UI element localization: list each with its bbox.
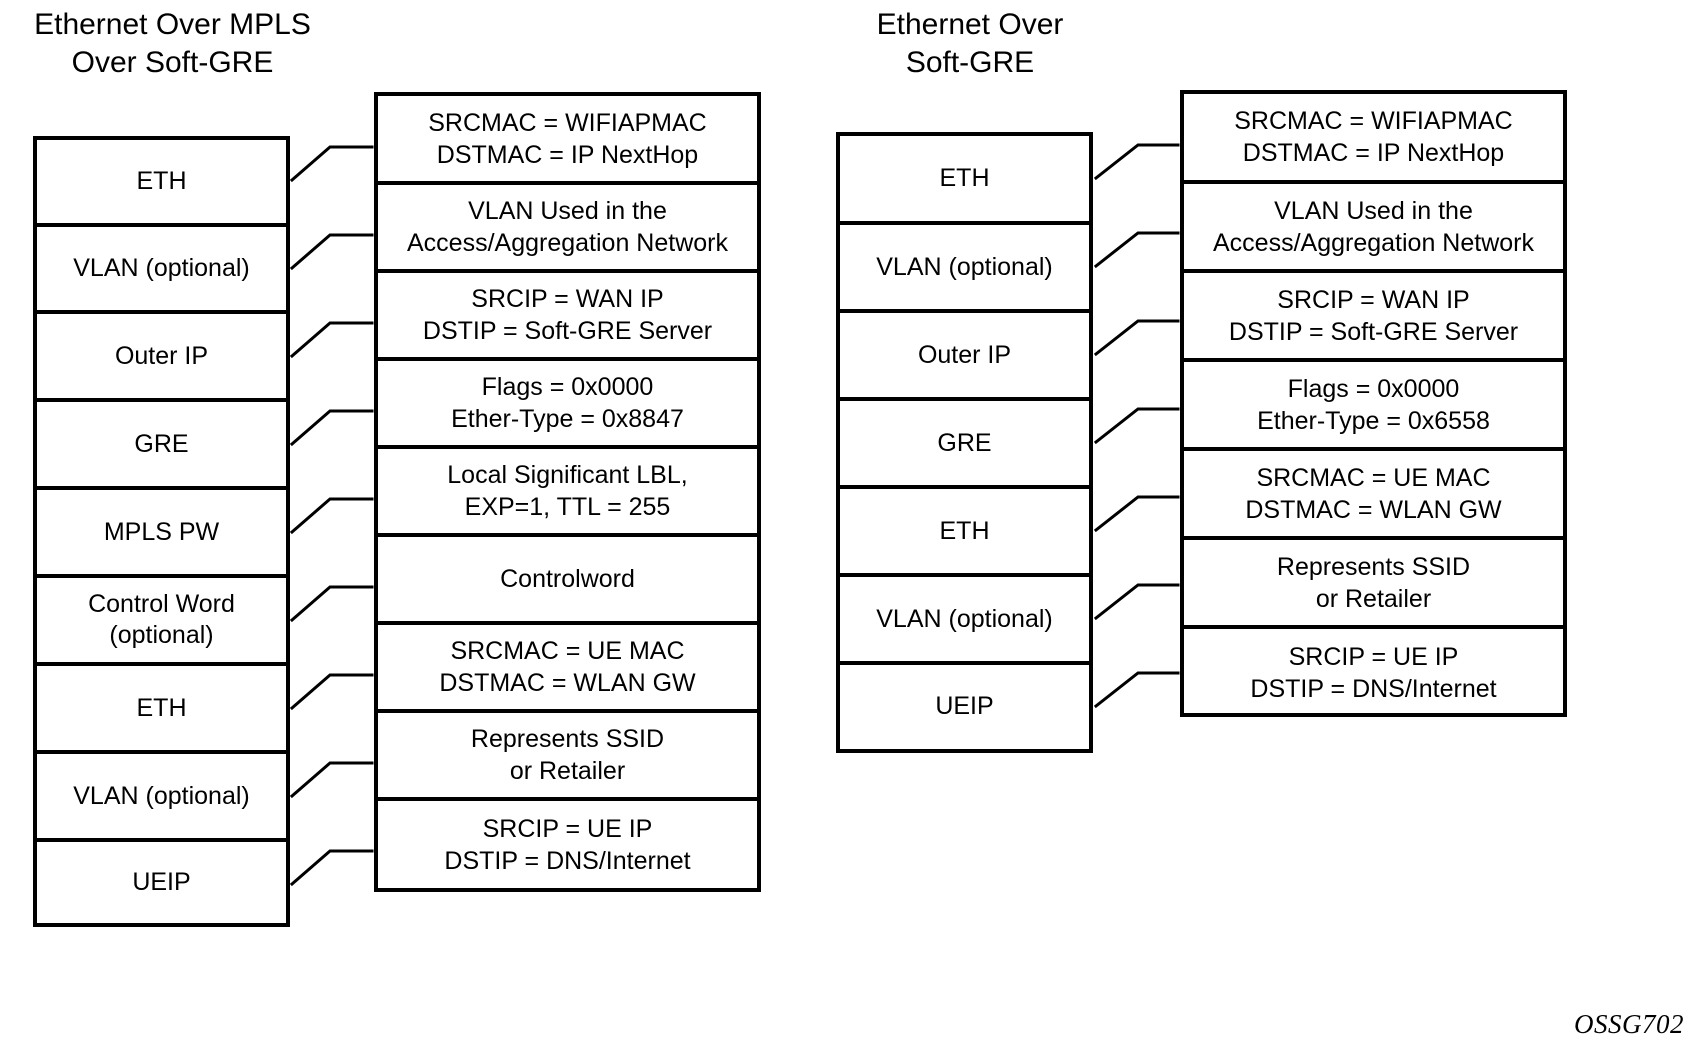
connector-right-7 — [1093, 671, 1180, 709]
stack-cell-vlan-outer: VLAN (optional) — [37, 227, 286, 314]
detail-cell-eth-inner: SRCMAC = UE MAC DSTMAC = WLAN GW — [378, 625, 757, 713]
stack-cell-eth-inner: ETH — [37, 666, 286, 754]
detail-cell-gre: Flags = 0x0000 Ether-Type = 0x6558 — [1184, 362, 1563, 451]
stack-cell-outer-ip: Outer IP — [37, 314, 286, 402]
detail-cell-vlan-outer: VLAN Used in the Access/Aggregation Netw… — [378, 185, 757, 273]
stack-cell-outer-ip: Outer IP — [840, 313, 1089, 401]
detail-column-left: SRCMAC = WIFIAPMAC DSTMAC = IP NextHop V… — [374, 92, 761, 892]
detail-cell-ueip: SRCIP = UE IP DSTIP = DNS/Internet — [444, 814, 691, 875]
stack-cell-ueip: UEIP — [935, 691, 994, 720]
connector-left-7 — [289, 673, 374, 711]
connector-right-4 — [1093, 407, 1180, 445]
connector-left-8 — [289, 761, 374, 799]
stack-cell-vlan-inner: VLAN (optional) — [37, 754, 286, 842]
connector-left-9 — [289, 849, 374, 887]
detail-cell-eth: SRCMAC = WIFIAPMAC DSTMAC = IP NextHop — [1184, 94, 1563, 184]
connector-left-1 — [289, 145, 374, 183]
detail-cell-mpls-pw: Local Significant LBL, EXP=1, TTL = 255 — [378, 449, 757, 537]
connector-right-2 — [1093, 231, 1180, 269]
connector-left-5 — [289, 497, 374, 535]
protocol-stack-left: ETH VLAN (optional) Outer IP GRE MPLS PW… — [33, 136, 290, 927]
connector-right-3 — [1093, 319, 1180, 357]
stack-cell-vlan-inner: VLAN (optional) — [840, 577, 1089, 665]
connector-right-1 — [1093, 143, 1180, 181]
diagram-title-right: Ethernet Over Soft-GRE — [876, 8, 1064, 79]
watermark-label: OSSG702 — [1574, 1009, 1684, 1039]
stack-cell-mpls-pw: MPLS PW — [37, 490, 286, 578]
detail-cell-ssid: Represents SSID or Retailer — [378, 713, 757, 801]
diagram-title-left: Ethernet Over MPLS Over Soft-GRE — [34, 8, 311, 79]
detail-cell-outer-ip: SRCIP = WAN IP DSTIP = Soft-GRE Server — [1184, 273, 1563, 362]
stack-cell-gre: GRE — [840, 401, 1089, 489]
detail-cell-control-word: Controlword — [378, 537, 757, 625]
detail-cell-eth-inner: SRCMAC = UE MAC DSTMAC = WLAN GW — [1184, 451, 1563, 540]
stack-cell-eth-inner: ETH — [840, 489, 1089, 577]
protocol-stack-right: ETH VLAN (optional) Outer IP GRE ETH VLA… — [836, 132, 1093, 753]
stack-cell-control-word: Control Word (optional) — [37, 578, 286, 666]
detail-cell-gre: Flags = 0x0000 Ether-Type = 0x8847 — [378, 361, 757, 449]
connector-right-5 — [1093, 495, 1180, 533]
stack-cell-eth: ETH — [840, 136, 1089, 225]
connector-left-6 — [289, 585, 374, 623]
stack-cell-ueip: UEIP — [132, 868, 191, 896]
connector-left-3 — [289, 321, 374, 359]
detail-cell-ueip: SRCIP = UE IP DSTIP = DNS/Internet — [1250, 643, 1497, 703]
detail-cell-ssid: Represents SSID or Retailer — [1184, 540, 1563, 629]
detail-cell-vlan-outer: VLAN Used in the Access/Aggregation Netw… — [1184, 184, 1563, 273]
stack-cell-gre: GRE — [37, 402, 286, 490]
detail-cell-eth: SRCMAC = WIFIAPMAC DSTMAC = IP NextHop — [378, 96, 757, 185]
connector-right-6 — [1093, 583, 1180, 621]
connector-left-2 — [289, 233, 374, 271]
stack-cell-vlan-outer: VLAN (optional) — [840, 225, 1089, 313]
stack-cell-eth: ETH — [37, 140, 286, 227]
detail-column-right: SRCMAC = WIFIAPMAC DSTMAC = IP NextHop V… — [1180, 90, 1567, 717]
detail-cell-outer-ip: SRCIP = WAN IP DSTIP = Soft-GRE Server — [378, 273, 757, 361]
connector-left-4 — [289, 409, 374, 447]
